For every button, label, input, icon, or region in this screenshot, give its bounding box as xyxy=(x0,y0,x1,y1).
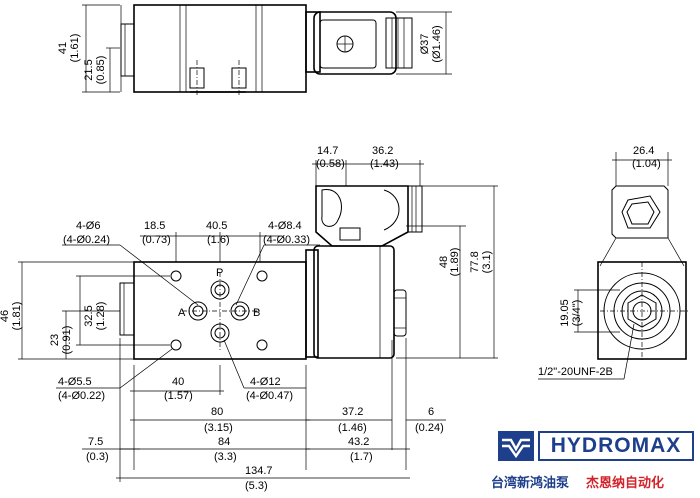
dim-46-in: (1.81) xyxy=(11,302,23,331)
dim-40: 40 xyxy=(172,376,184,388)
dim-14-7: 14.7 xyxy=(317,145,338,157)
dim-46: 46 xyxy=(0,310,11,322)
dim-48: 48 xyxy=(438,256,450,268)
hole-12-label: 4-Ø12 xyxy=(250,376,281,388)
dim-41-in: (1.61) xyxy=(69,34,81,63)
dim-80: 80 xyxy=(211,406,223,418)
hole-6-label: 4-Ø6 xyxy=(76,220,100,232)
dim-37-2: 37.2 xyxy=(342,406,363,418)
dim-40-in: (1.57) xyxy=(164,390,193,402)
dim-19-05: 19.05 xyxy=(559,299,571,327)
top-view: 41 (1.61) 21.5 (0.85) Ø37 (Ø1.46) xyxy=(57,4,452,96)
dim-21-5-in: (0.85) xyxy=(95,56,107,85)
dim-32-5: 32.5 xyxy=(83,305,95,326)
logo-mark-icon xyxy=(498,431,534,461)
hole-8-4-label-in: (4-Ø0.33) xyxy=(263,234,310,246)
hole-8-4-label: 4-Ø8.4 xyxy=(268,220,302,232)
hydromax-logo: HYDROMAX xyxy=(498,431,694,461)
dim-7-5-in: (0.3) xyxy=(86,451,109,463)
dim-134-7: 134.7 xyxy=(245,465,273,477)
dim-134-7-in: (5.3) xyxy=(245,480,268,492)
hole-5-5-label: 4-Ø5.5 xyxy=(58,376,92,388)
port-a-label: A xyxy=(178,307,186,319)
port-b-label: B xyxy=(253,307,260,319)
dim-48-in: (1.89) xyxy=(449,248,461,277)
thread-label: 1/2"-20UNF-2B xyxy=(538,366,613,378)
dim-84: 84 xyxy=(218,436,230,448)
dim-26-4: 26.4 xyxy=(633,145,654,157)
dim-coil-dia-in: (Ø1.46) xyxy=(431,25,443,62)
brand-cn-blue: 台湾新鸿油泵 xyxy=(491,476,570,491)
dim-6-in: (0.24) xyxy=(415,422,444,434)
side-view: 26.4 (1.04) 19.05 (3/4") 1/2"-20UNF-2B xyxy=(538,145,690,380)
dim-43-2: 43.2 xyxy=(348,436,369,448)
dim-77-8-in: (3.1) xyxy=(481,251,493,274)
hole-12-label-in: (4-Ø0.47) xyxy=(246,390,293,402)
brand-name: HYDROMAX xyxy=(538,431,694,461)
hole-6-label-in: (4-Ø0.24) xyxy=(63,234,110,246)
front-view: P A B 14.7 (0.58) 36.2 (1.43) 48 (1.89 xyxy=(0,145,498,492)
dim-6: 6 xyxy=(428,406,434,418)
dim-23-in: (0.91) xyxy=(61,326,73,355)
dim-77-8: 77.8 xyxy=(469,251,481,272)
dim-23: 23 xyxy=(49,334,61,346)
dim-43-2-in: (1.7) xyxy=(350,451,373,463)
port-p-label: P xyxy=(216,267,223,279)
dim-14-7-in: (0.58) xyxy=(316,158,345,170)
dim-40-5-in: (1.6) xyxy=(207,234,230,246)
dim-40-5: 40.5 xyxy=(206,220,227,232)
dim-21-5: 21.5 xyxy=(83,59,95,80)
dim-26-4-in: (1.04) xyxy=(632,158,661,170)
dim-36-2: 36.2 xyxy=(372,145,393,157)
dim-32-5-in: (1.28) xyxy=(95,302,107,331)
dim-36-2-in: (1.43) xyxy=(370,158,399,170)
dim-41: 41 xyxy=(57,42,69,54)
dim-80-in: (3.15) xyxy=(204,422,233,434)
dim-coil-dia: Ø37 xyxy=(419,34,431,55)
brand-cn-red: 杰恩纳自动化 xyxy=(586,476,665,491)
dim-7-5: 7.5 xyxy=(88,436,103,448)
dim-18-5: 18.5 xyxy=(144,220,165,232)
dim-84-in: (3.3) xyxy=(214,451,237,463)
dim-18-5-in: (0.73) xyxy=(142,234,171,246)
dim-19-05-in: (3/4") xyxy=(571,300,583,327)
dim-37-2-in: (1.46) xyxy=(338,422,367,434)
hole-5-5-label-in: (4-Ø0.22) xyxy=(58,390,105,402)
